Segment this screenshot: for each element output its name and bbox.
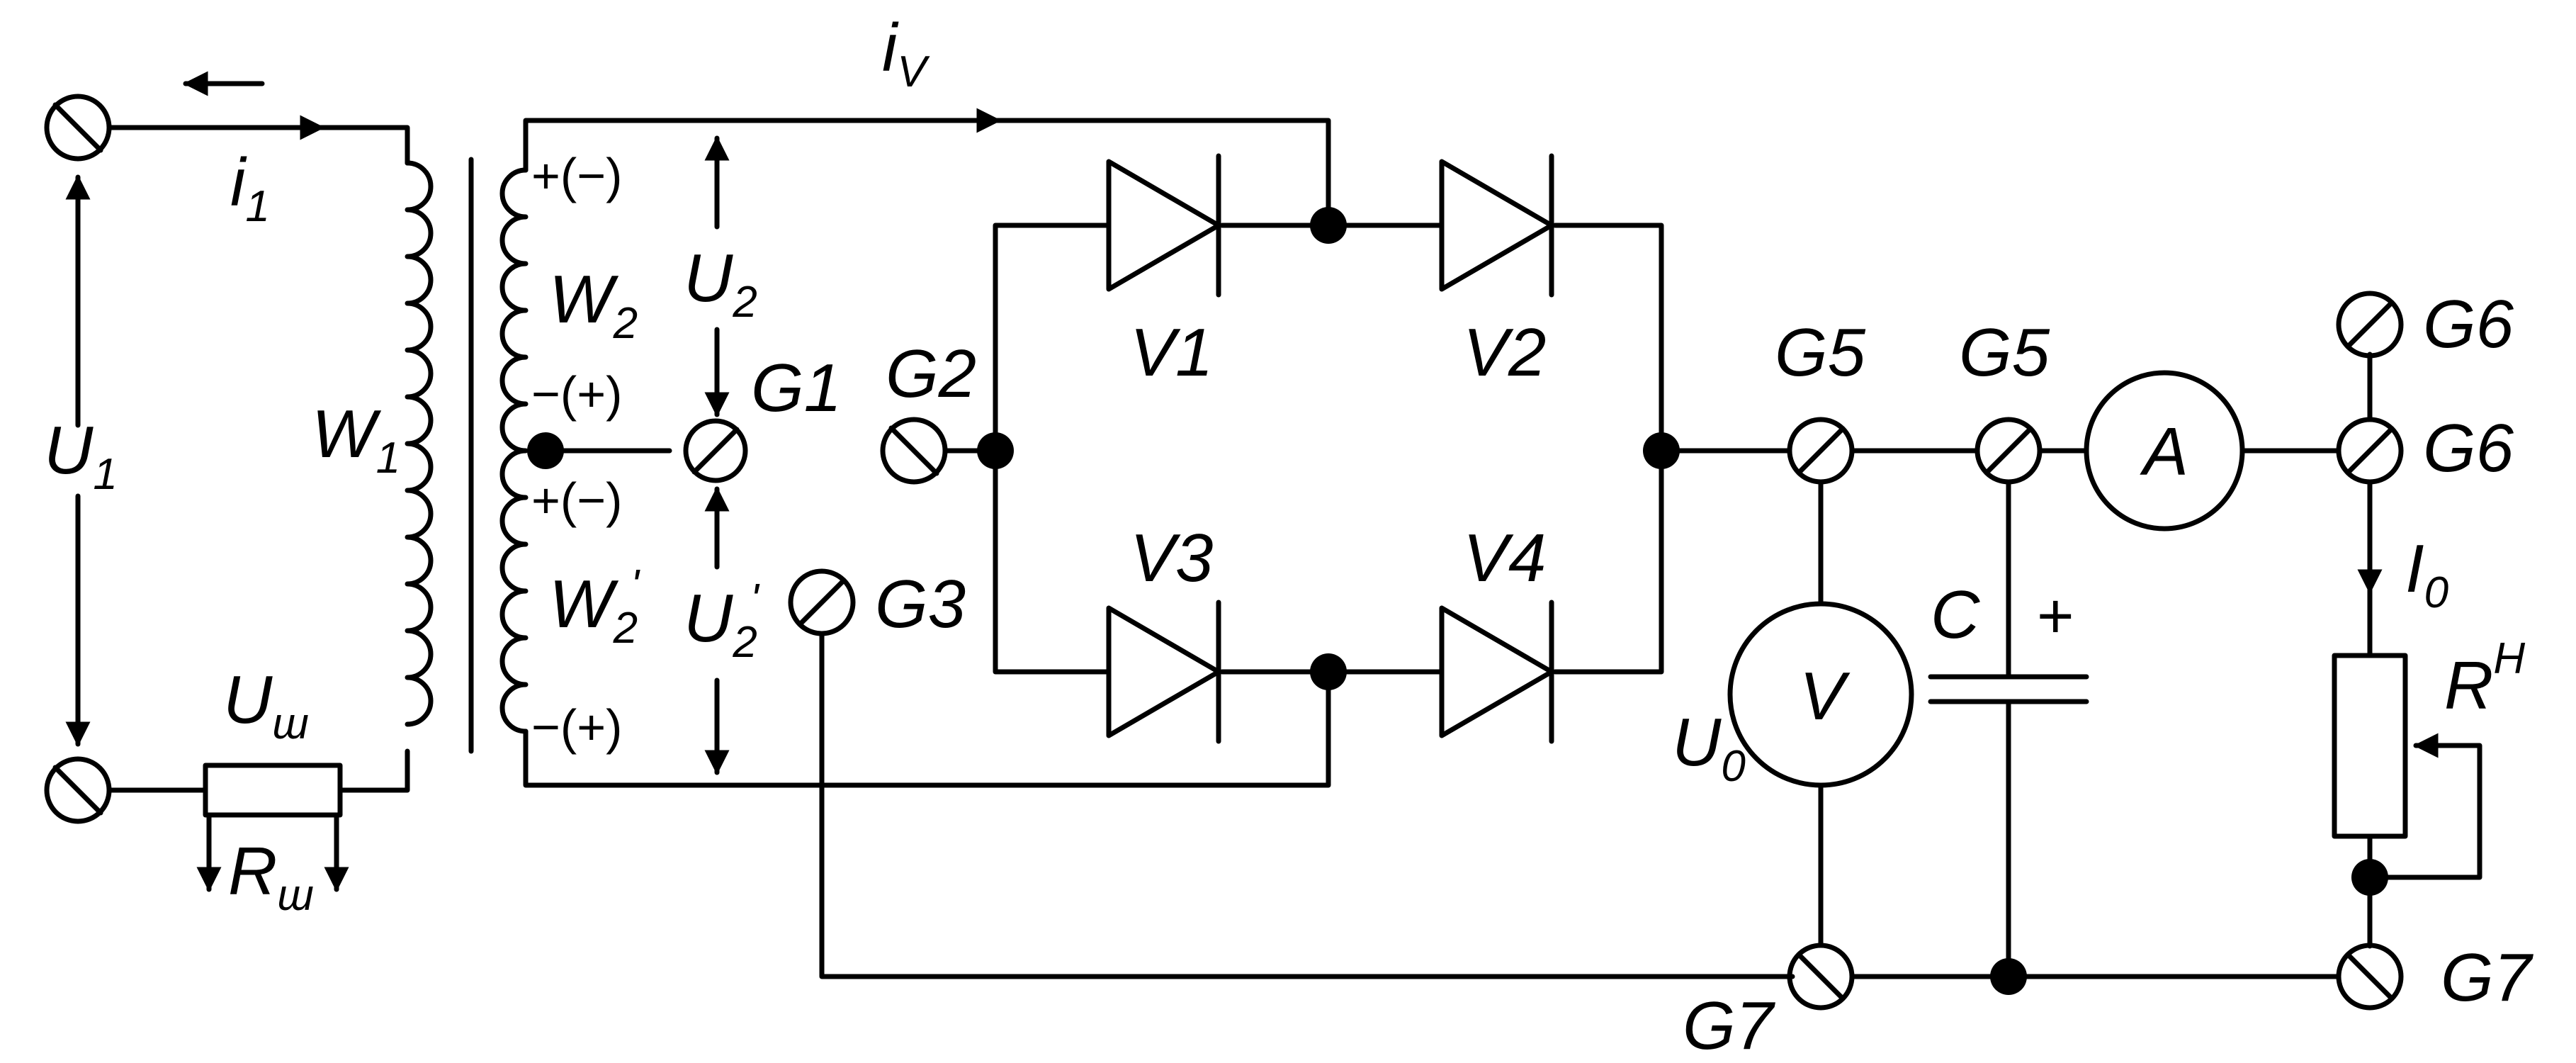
bridge-bottom-node (1310, 653, 1347, 690)
terminal-g6-top (2336, 291, 2404, 359)
g5-left-label: G5 (1775, 315, 1866, 390)
u2-prime-label: U2' (684, 575, 760, 667)
voltmeter-label: V (1800, 658, 1851, 734)
diode-v1 (1106, 153, 1221, 298)
bridge-top-node (1310, 207, 1347, 244)
rh-label: RH (2444, 634, 2525, 724)
v1-label: V1 (1130, 315, 1213, 390)
v3-label: V3 (1130, 520, 1213, 596)
u0-label: U0 (1672, 704, 1746, 791)
secondary-winding (499, 167, 529, 734)
voltmeter (1727, 601, 1914, 788)
g6-mid-label: G6 (2423, 410, 2514, 486)
ground-node (1990, 958, 2027, 995)
diode-v4 (1439, 600, 1554, 744)
load-wiper-node (2351, 859, 2388, 896)
terminal-g7-left (1787, 943, 1855, 1011)
i0-label: I0 (2405, 531, 2448, 617)
input-terminal-top (44, 94, 112, 162)
v4-label: V4 (1463, 520, 1546, 596)
w2-label: W2 (549, 261, 638, 348)
polarity-mark-4: −(+) (531, 699, 622, 755)
diode-v2 (1439, 153, 1554, 298)
primary-winding (405, 160, 434, 727)
i1-label: i1 (230, 145, 270, 231)
v2-label: V2 (1463, 315, 1546, 390)
uw-label: Uш (223, 662, 309, 748)
g6-top-label: G6 (2423, 286, 2514, 362)
u2-label: U2 (684, 240, 757, 327)
input-wires (106, 125, 410, 793)
rw-label: Rш (228, 833, 314, 920)
terminal-g1 (683, 418, 748, 483)
terminal-g7-right (2336, 943, 2404, 1011)
capacitor-label: C (1931, 577, 1980, 653)
g1-label: G1 (751, 350, 842, 426)
diode-v3 (1106, 600, 1221, 744)
shunt-resistor (196, 763, 349, 892)
terminal-g5-left (1787, 417, 1855, 485)
g2-label: G2 (886, 336, 976, 412)
w1-label: W1 (312, 396, 400, 483)
g3-label: G3 (875, 566, 966, 642)
u1-label: U1 (44, 412, 118, 499)
bridge-wires (993, 223, 1664, 675)
capacitor-plus-mark: + (2037, 581, 2074, 652)
polarity-mark-3: +(−) (531, 473, 622, 528)
terminal-g6-mid (2336, 417, 2404, 485)
input-terminal-bottom (44, 756, 112, 824)
iv-label: iV (882, 10, 930, 96)
polarity-mark-2: −(+) (531, 366, 622, 422)
g7-left-label: G7 (1683, 988, 1776, 1063)
w2-prime-label: W2' (549, 561, 640, 653)
polarity-mark-1: +(−) (531, 148, 622, 203)
g5-right-label: G5 (1959, 315, 2050, 390)
output-wires (1659, 351, 2373, 979)
g7-right-label: G7 (2441, 940, 2534, 1016)
capacitor (1928, 674, 2089, 704)
ammeter-label: A (2140, 414, 2188, 490)
terminal-g3 (788, 568, 1795, 979)
center-tap-node (527, 432, 564, 469)
ammeter (2084, 370, 2245, 532)
bridge-input-node (977, 432, 1014, 469)
terminal-g5-right (1975, 417, 2043, 485)
